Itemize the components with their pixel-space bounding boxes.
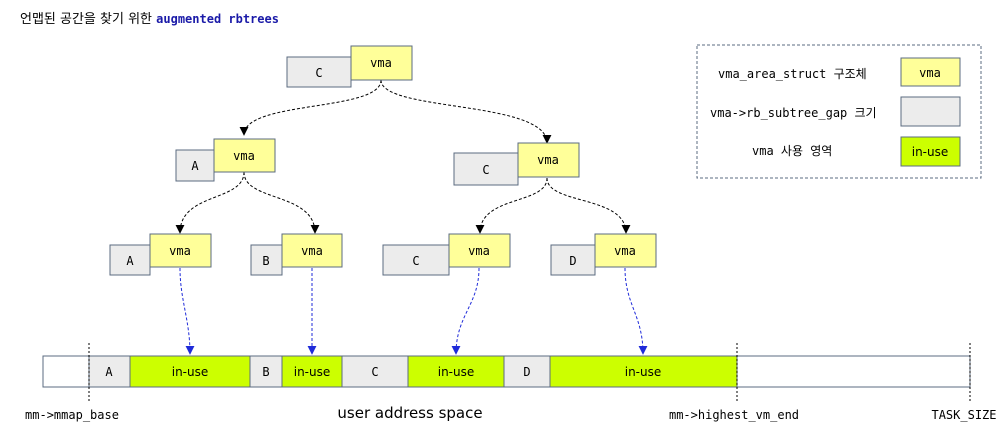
legend: vma_area_struct 구조체 vma vma->rb_subtree_… (696, 44, 982, 179)
edge-right-rl (475, 177, 548, 234)
gap-label: C (482, 163, 489, 177)
gap-label: A (126, 254, 134, 268)
segment-blank-left (42, 355, 90, 388)
gap-box (453, 152, 519, 186)
legend-text-gap: vma->rb_subtree_gap 크기 (710, 106, 877, 120)
map-edge-rl (451, 267, 480, 355)
gap-box (175, 149, 215, 182)
gap-label: B (262, 254, 269, 268)
vma-label: vma (370, 56, 392, 70)
vma-box (448, 233, 511, 268)
vma-box (149, 233, 212, 268)
vma-label: vma (537, 153, 559, 167)
segment-gap-a (88, 355, 131, 388)
segment-inuse-3 (407, 355, 505, 388)
vma-box (350, 45, 413, 81)
vma-box (213, 138, 276, 173)
segment-gap-c (341, 355, 409, 388)
edge-left-ll (175, 171, 245, 234)
address-space-bar (42, 355, 971, 388)
legend-swatch-gap (900, 96, 961, 127)
vma-label: vma (468, 244, 490, 258)
segment-label: B (262, 365, 269, 379)
vma-label: vma (614, 244, 636, 258)
gap-box (382, 244, 450, 276)
gap-label: C (412, 254, 419, 268)
gap-box (550, 244, 596, 276)
boundary-lines (88, 343, 971, 402)
vma-label: vma (169, 244, 191, 258)
gap-label: C (315, 66, 322, 80)
title-keyword: augmented rbtrees (156, 12, 279, 26)
mmap-base-label: mm->mmap_base (25, 408, 119, 422)
edge-root-left (239, 79, 382, 136)
segment-inuse-1 (129, 355, 251, 388)
address-space-labels: A in-use B in-use C in-use D in-use (105, 365, 661, 379)
tree-node-rr: D vma (550, 233, 657, 276)
vma-box (281, 233, 343, 268)
segment-label: D (523, 365, 530, 379)
tree-node-right: C vma (453, 142, 580, 186)
tree-node-left: A vma (175, 138, 276, 182)
user-address-space-label: user address space (337, 404, 482, 422)
legend-swatch-vma-label: vma (919, 66, 941, 80)
tree-node-lr: B vma (250, 233, 343, 276)
edge-left-lr (243, 171, 320, 234)
edge-right-rr (546, 177, 631, 234)
map-edge-ll (179, 267, 195, 355)
segment-gap-b (249, 355, 283, 388)
tree-edges (175, 79, 631, 234)
vma-label: vma (233, 149, 255, 163)
legend-swatch-vma (900, 57, 961, 87)
title-korean: 언맵된 공간을 찾기 위한 (20, 12, 152, 27)
gap-label: A (191, 159, 199, 173)
segment-label: in-use (625, 365, 662, 379)
legend-swatch-inuse (900, 136, 961, 167)
segment-blank-right (736, 355, 971, 388)
gap-box (109, 244, 151, 276)
map-edges (179, 267, 648, 355)
segment-label: in-use (438, 365, 475, 379)
segment-label: A (105, 365, 113, 379)
vma-box (517, 142, 580, 178)
highest-vm-end-label: mm->highest_vm_end (669, 408, 799, 422)
tree-node-rl: C vma (382, 233, 511, 276)
task-size-label: TASK_SIZE (931, 408, 996, 422)
segment-label: C (371, 365, 378, 379)
legend-text-vma: vma_area_struct 구조체 (718, 67, 867, 81)
segment-inuse-4 (549, 355, 738, 388)
diagram-title: 언맵된 공간을 찾기 위한 augmented rbtrees (20, 8, 279, 27)
legend-swatch-inuse-label: in-use (912, 145, 949, 159)
segment-label: in-use (294, 365, 331, 379)
vma-box (594, 233, 657, 268)
legend-text-inuse: vma 사용 영역 (752, 144, 832, 158)
segment-gap-d (503, 355, 551, 388)
vma-label: vma (301, 244, 323, 258)
tree-node-ll: A vma (109, 233, 212, 276)
edge-root-right (380, 79, 552, 144)
gap-label: D (569, 254, 576, 268)
segment-label: in-use (172, 365, 209, 379)
tree-node-root: C vma (286, 45, 413, 88)
map-edge-rr (624, 267, 648, 355)
